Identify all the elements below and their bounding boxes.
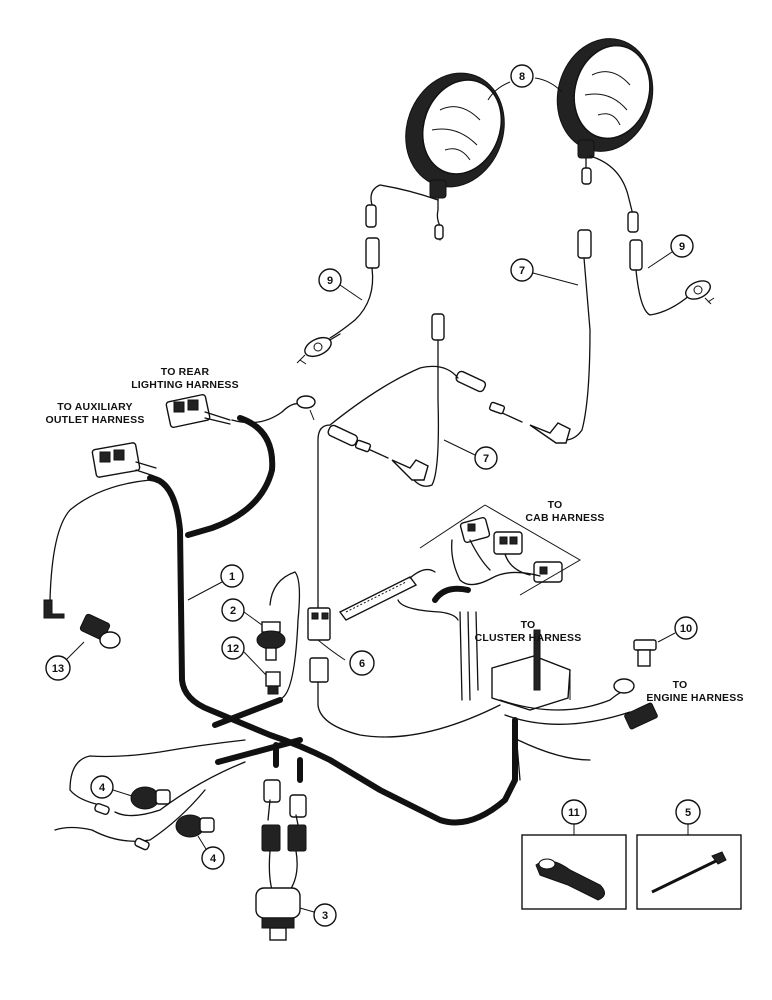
label-cluster-1: TO bbox=[521, 619, 536, 631]
connector-6 bbox=[307, 607, 331, 683]
callout-9-left: 9 bbox=[327, 275, 333, 287]
label-cluster-2: CLUSTER HARNESS bbox=[475, 632, 582, 644]
callout-6: 6 bbox=[359, 658, 365, 670]
sender-2 bbox=[256, 621, 286, 661]
work-lamp-right bbox=[556, 38, 654, 159]
callout-1: 1 bbox=[229, 571, 235, 583]
switch-4-upper bbox=[130, 786, 171, 810]
callout-4-lower: 4 bbox=[210, 853, 217, 865]
callout-9-right: 9 bbox=[679, 241, 685, 253]
callout-8-text: 8 bbox=[519, 71, 525, 83]
label-cab-2: CAB HARNESS bbox=[525, 512, 604, 524]
cluster-bracket bbox=[491, 629, 571, 711]
label-engine-1: TO bbox=[673, 679, 688, 691]
label-auxiliary-2: OUTLET HARNESS bbox=[45, 414, 144, 426]
callout-5: 5 bbox=[685, 807, 691, 819]
label-auxiliary-1: TO AUXILIARY bbox=[57, 401, 133, 413]
switch-4-lower bbox=[175, 814, 215, 838]
callout-2: 2 bbox=[230, 605, 236, 617]
cab-connectors bbox=[459, 516, 563, 583]
rear-lighting-connector bbox=[165, 393, 231, 429]
bolt-10 bbox=[633, 639, 657, 667]
label-rear-lighting-2: LIGHTING HARNESS bbox=[131, 379, 239, 391]
label-cab-1: TO bbox=[548, 499, 563, 511]
callout-4-upper: 4 bbox=[99, 782, 106, 794]
label-rear-lighting-1: TO REAR bbox=[161, 366, 210, 378]
callout-8 bbox=[510, 64, 534, 88]
work-lamp-left bbox=[405, 72, 505, 199]
callout-7-left: 7 bbox=[483, 453, 489, 465]
callout-3: 3 bbox=[322, 910, 328, 922]
callout-10: 10 bbox=[680, 623, 692, 635]
callout-7-right: 7 bbox=[519, 265, 525, 277]
callout-13: 13 bbox=[52, 663, 64, 675]
callout-11: 11 bbox=[568, 807, 580, 819]
part-box-5 bbox=[636, 834, 742, 910]
label-engine-2: ENGINE HARNESS bbox=[646, 692, 743, 704]
fitting-12 bbox=[265, 671, 281, 695]
pressure-switch-3 bbox=[255, 824, 307, 941]
auxiliary-outlet-connector bbox=[91, 442, 157, 478]
switch-13 bbox=[79, 613, 121, 649]
callout-12: 12 bbox=[227, 643, 239, 655]
